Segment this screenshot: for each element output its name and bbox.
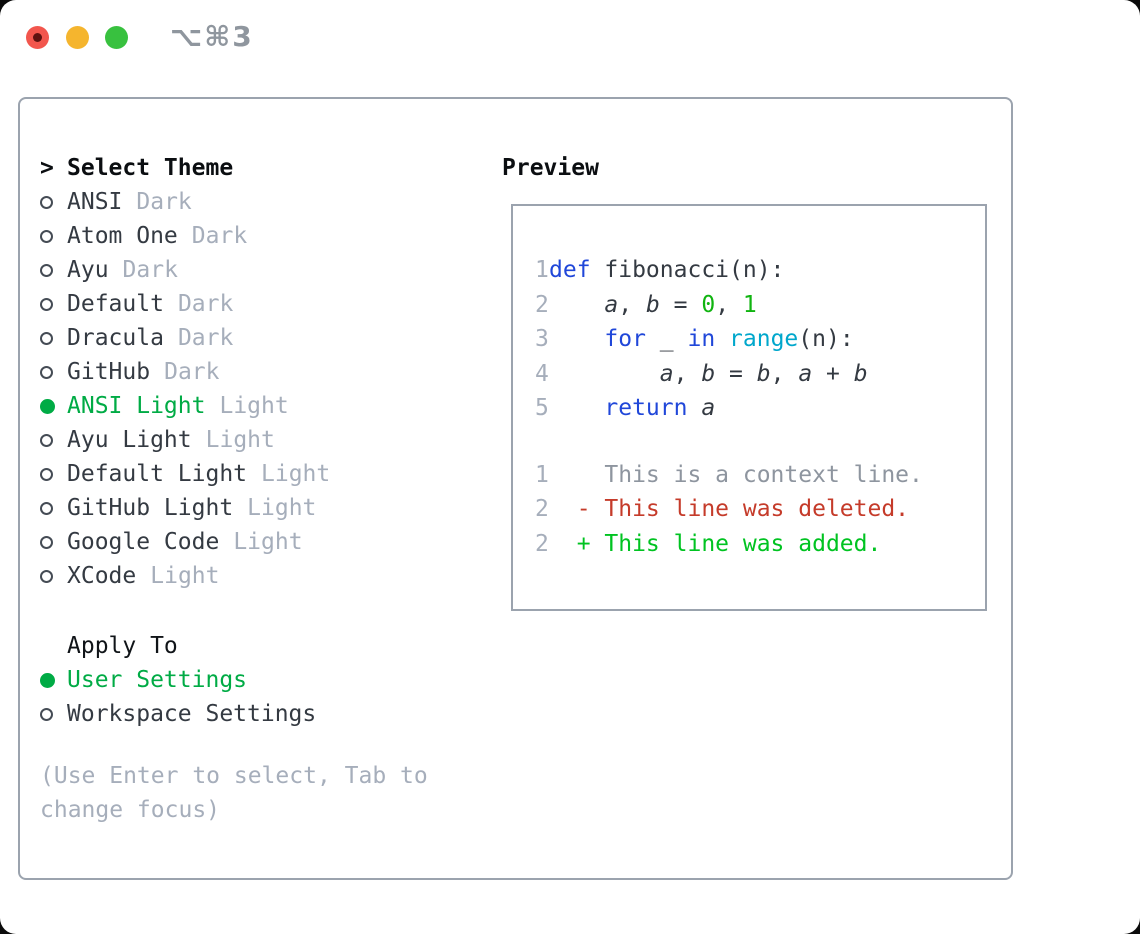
theme-option-label: Ayu <box>67 257 109 283</box>
diff-line: 2 + This line was added. <box>535 527 973 562</box>
line-number: 1 <box>535 257 549 284</box>
line-number: 5 <box>535 395 549 422</box>
variant-tag: Light <box>205 427 275 453</box>
theme-option-label: Google Code <box>67 529 220 555</box>
diff-line-content: This is a context line. <box>549 461 923 488</box>
diff-line-content: + This line was added. <box>549 530 882 557</box>
code-line-content: return a <box>604 395 716 422</box>
theme-option[interactable]: Dracula Dark <box>40 321 330 355</box>
radio-icon <box>40 707 67 721</box>
apply-option-label: User Settings <box>67 667 248 693</box>
theme-option-label: GitHub Light <box>67 495 234 521</box>
theme-option[interactable]: Ayu Dark <box>40 253 330 287</box>
variant-tag: Light <box>150 563 220 589</box>
record-dot-icon <box>33 33 42 42</box>
code-line-content: for _ in range(n): <box>604 326 854 353</box>
theme-option-label: Default Light <box>67 461 248 487</box>
radio-icon <box>40 195 67 209</box>
radio-icon <box>40 297 67 311</box>
line-number: 2 <box>535 496 549 523</box>
theme-option-label: Default <box>67 291 164 317</box>
theme-option-label: ANSI <box>67 189 123 215</box>
radio-icon <box>40 331 67 345</box>
code-line-content: def fibonacci(n): <box>549 257 785 284</box>
preview-title: Preview <box>502 155 599 181</box>
variant-tag: Dark <box>177 291 234 317</box>
radio-icon <box>40 433 67 447</box>
theme-option[interactable]: Atom One Dark <box>40 219 330 253</box>
variant-tag: Dark <box>136 189 192 215</box>
line-number: 3 <box>535 326 549 353</box>
radio-icon <box>40 467 67 481</box>
code-line-content: a, b = 0, 1 <box>604 291 757 318</box>
radio-selected-icon <box>40 672 67 688</box>
code-line: 5 return a <box>535 391 973 426</box>
radio-icon <box>40 365 67 379</box>
theme-option[interactable]: ANSI Dark <box>40 185 330 219</box>
radio-icon <box>40 501 67 515</box>
theme-option[interactable]: GitHub Dark <box>40 355 330 389</box>
line-number: 2 <box>535 291 549 318</box>
variant-tag: Dark <box>177 325 234 351</box>
theme-option[interactable]: Default Light Light <box>40 457 330 491</box>
code-line: 2 a, b = 0, 1 <box>535 288 973 323</box>
radio-icon <box>40 229 67 243</box>
code-line-content: a, b = b, a + b <box>659 360 868 387</box>
apply-option[interactable]: Workspace Settings <box>40 697 316 731</box>
theme-option[interactable]: Google Code Light <box>40 525 330 559</box>
theme-option[interactable]: XCode Light <box>40 559 330 593</box>
theme-option[interactable]: Default Dark <box>40 287 330 321</box>
apply-panel-title: Apply To <box>67 633 178 659</box>
line-number: 2 <box>535 530 549 557</box>
diff-line: 1 This is a context line. <box>535 458 973 493</box>
radio-icon <box>40 569 67 583</box>
theme-option-label: Ayu Light <box>67 427 192 453</box>
radio-icon <box>40 535 67 549</box>
radio-icon <box>40 263 67 277</box>
variant-tag: Light <box>233 529 303 555</box>
minimize-button[interactable] <box>66 26 89 49</box>
diff-line-content: - This line was deleted. <box>549 496 910 523</box>
theme-option-label: Dracula <box>67 325 164 351</box>
prompt-icon: > <box>40 155 54 181</box>
help-text: (Use Enter to select, Tab to change focu… <box>40 763 428 823</box>
code-line: 3 for _ in range(n): <box>535 322 973 357</box>
maximize-button[interactable] <box>105 26 128 49</box>
variant-tag: Dark <box>191 223 248 249</box>
radio-selected-icon <box>40 398 67 414</box>
theme-option[interactable]: Ayu Light Light <box>40 423 330 457</box>
variant-tag: Dark <box>122 257 178 283</box>
variant-tag: Light <box>261 461 331 487</box>
theme-option[interactable]: ANSI Light Light <box>40 389 330 423</box>
theme-option-label: GitHub <box>67 359 151 385</box>
theme-panel-title: Select Theme <box>67 155 234 181</box>
line-number: 4 <box>535 360 549 387</box>
code-line: 4 a, b = b, a + b <box>535 357 973 392</box>
variant-tag: Light <box>247 495 317 521</box>
variant-tag: Dark <box>164 359 220 385</box>
theme-option-label: ANSI Light <box>67 393 206 419</box>
diff-line: 2 - This line was deleted. <box>535 492 973 527</box>
preview-header: Preview <box>502 151 599 185</box>
theme-option-label: Atom One <box>67 223 178 249</box>
window-shortcut: ⌥⌘3 <box>170 20 254 53</box>
theme-option-label: XCode <box>67 563 137 589</box>
apply-panel-header: Apply To <box>40 629 178 663</box>
variant-tag: Light <box>219 393 289 419</box>
theme-panel-header: > Select Theme <box>40 151 233 185</box>
apply-option-label: Workspace Settings <box>67 701 317 727</box>
diff-preview: 1 This is a context line.2 - This line w… <box>535 458 973 562</box>
line-number: 1 <box>535 461 549 488</box>
apply-option[interactable]: User Settings <box>40 663 316 697</box>
theme-option[interactable]: GitHub Light Light <box>40 491 330 525</box>
close-button[interactable] <box>26 26 49 49</box>
